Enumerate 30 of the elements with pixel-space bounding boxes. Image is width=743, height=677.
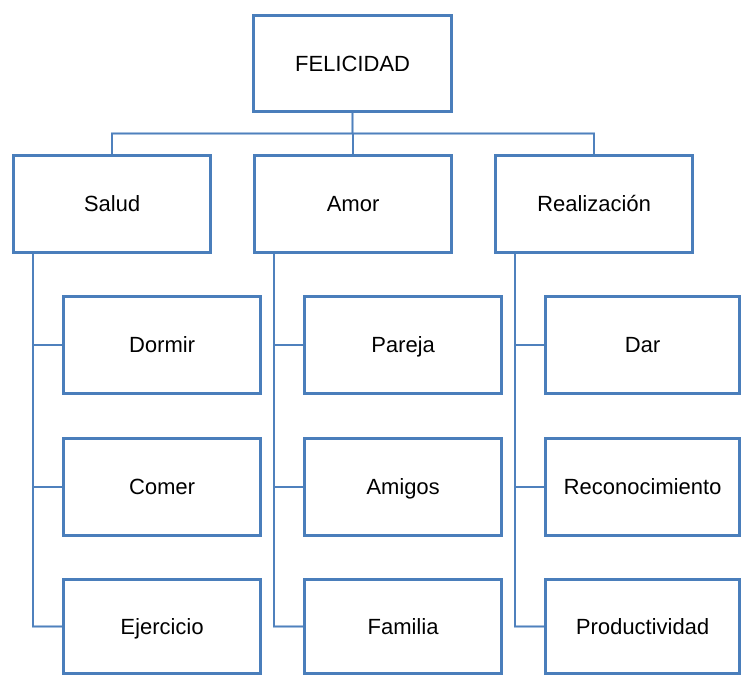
org-box [252, 14, 453, 113]
org-box [303, 437, 503, 537]
org-box [12, 154, 212, 254]
org-box [62, 295, 262, 395]
box-label: Dormir [129, 331, 195, 359]
connector-line [352, 113, 595, 154]
org-box [303, 295, 503, 395]
org-box [544, 437, 741, 537]
box-label: Productividad [576, 612, 710, 640]
box-label: Salud [84, 190, 140, 218]
box-label: Amor [326, 190, 380, 218]
org-box [544, 295, 741, 395]
org-box [544, 578, 741, 675]
box-label: Comer [128, 473, 195, 501]
box-label: Pareja [371, 331, 435, 359]
box-label: Dar [624, 331, 660, 359]
org-box [62, 578, 262, 675]
org-box [253, 154, 453, 254]
connector-line [32, 254, 62, 628]
org-box [62, 437, 262, 537]
org-box [494, 154, 694, 254]
box-label: Amigos [366, 473, 440, 501]
org-box [303, 578, 503, 675]
connector-line [514, 254, 544, 628]
box-label: Familia [368, 612, 438, 640]
box-label: Reconocimiento [564, 473, 722, 501]
box-label: FELICIDAD [295, 50, 410, 78]
connector-line [273, 254, 303, 628]
box-label: Realización [537, 190, 651, 218]
box-label: Ejercicio [120, 612, 204, 640]
